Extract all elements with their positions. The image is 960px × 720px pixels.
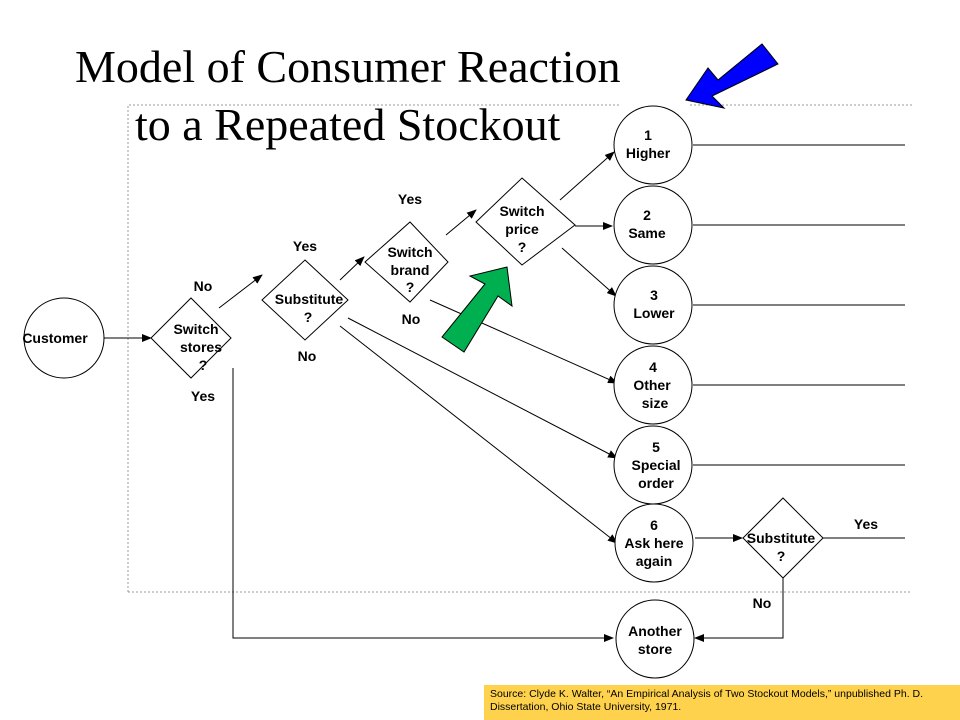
edge-label-substitute-no: No [298,348,317,364]
substitute-label-1: Substitute [275,291,344,307]
edge-label-stores-no: No [194,278,213,294]
outcome-other-size-label-1: Other [633,377,671,393]
source-citation: Source: Clyde K. Walter, “An Empirical A… [484,685,960,720]
blue-pointer-arrow [685,43,779,109]
customer-node: Customer [22,297,105,379]
outcome-special-order-node: 5 Special order [613,425,693,505]
switch-stores-decision: Switch stores ? [150,297,232,379]
substitute-2-label-1: Substitute [747,530,816,546]
switch-brand-label-2: brand [391,262,430,278]
green-pointer-arrow [441,266,513,353]
outcome-higher-label: Higher [626,145,671,161]
outcome-other-size-number: 4 [649,359,657,375]
edge-label-brand-yes: Yes [398,191,422,207]
another-store-label-1: Another [628,623,682,639]
substitute2-no-to-another-store-arrow [694,576,784,642]
substitute-decision: Substitute ? [261,259,349,341]
outcome-other-size-label-2: size [642,395,669,411]
customer-label: Customer [22,330,88,346]
outcome-same-label: Same [628,225,666,241]
substitute-label-2: ? [304,309,313,325]
slide-title-line-1: Model of Consumer Reaction [75,41,621,92]
slide-title-line-2: to a Repeated Stockout [135,99,561,150]
edge-label-substitute-yes: Yes [293,238,317,254]
switch-price-label-3: ? [518,239,527,255]
outcome-ask-here-again-label-1: Ask here [624,535,683,551]
stores-no-to-substitute-arrow [218,274,263,309]
brand-yes-to-price-arrow [445,209,477,236]
outcome-same-node: 2 Same [613,185,693,265]
another-store-node: Another store [615,599,695,679]
switch-brand-label-3: ? [406,279,415,295]
edge-label-brand-no: No [402,311,421,327]
substitute-yes-to-brand-arrow [339,256,365,281]
price-to-higher-arrow [559,151,615,201]
outcome-ask-here-again-label-2: again [636,553,673,569]
switch-brand-label-1: Switch [387,244,432,260]
outcome-higher-node: 1 Higher [613,105,693,185]
outcome-special-order-label-2: order [638,475,674,491]
substitute-2-decision: Substitute ? [742,497,824,579]
outcome-ask-here-again-node: 6 Ask here again [614,503,694,583]
edge-label-substitute2-yes: Yes [854,516,878,532]
switch-stores-label-1: Switch [173,321,218,337]
price-to-lower-arrow [561,247,617,297]
outcome-ask-here-again-number: 6 [650,517,658,533]
substitute-2-label-2: ? [777,548,786,564]
outcome-lower-number: 3 [650,287,658,303]
outcome-higher-number: 1 [644,127,652,143]
substitute-no-to-ask-again-arrow [339,325,618,544]
outcome-special-order-number: 5 [652,439,660,455]
outcome-other-size-node: 4 Other size [613,345,693,425]
outcome-same-number: 2 [643,207,651,223]
switch-price-label-2: price [505,221,539,237]
stores-yes-to-another-store-arrow [232,368,614,642]
switch-price-decision: Switch price ? [475,177,576,266]
substitute-no-to-special-order-arrow [347,317,618,459]
outcome-special-order-label-1: Special [631,457,680,473]
outcome-lower-node: 3 Lower [613,265,693,345]
switch-stores-label-2: stores [180,339,222,355]
edge-label-stores-yes: Yes [191,388,215,404]
connector-lines [103,144,905,642]
switch-stores-label-3: ? [199,357,208,373]
outcome-lower-label: Lower [633,305,675,321]
another-store-label-2: store [638,641,672,657]
switch-price-label-1: Switch [499,203,544,219]
edge-label-substitute2-no: No [753,595,772,611]
switch-brand-decision: Switch brand ? [364,221,449,303]
